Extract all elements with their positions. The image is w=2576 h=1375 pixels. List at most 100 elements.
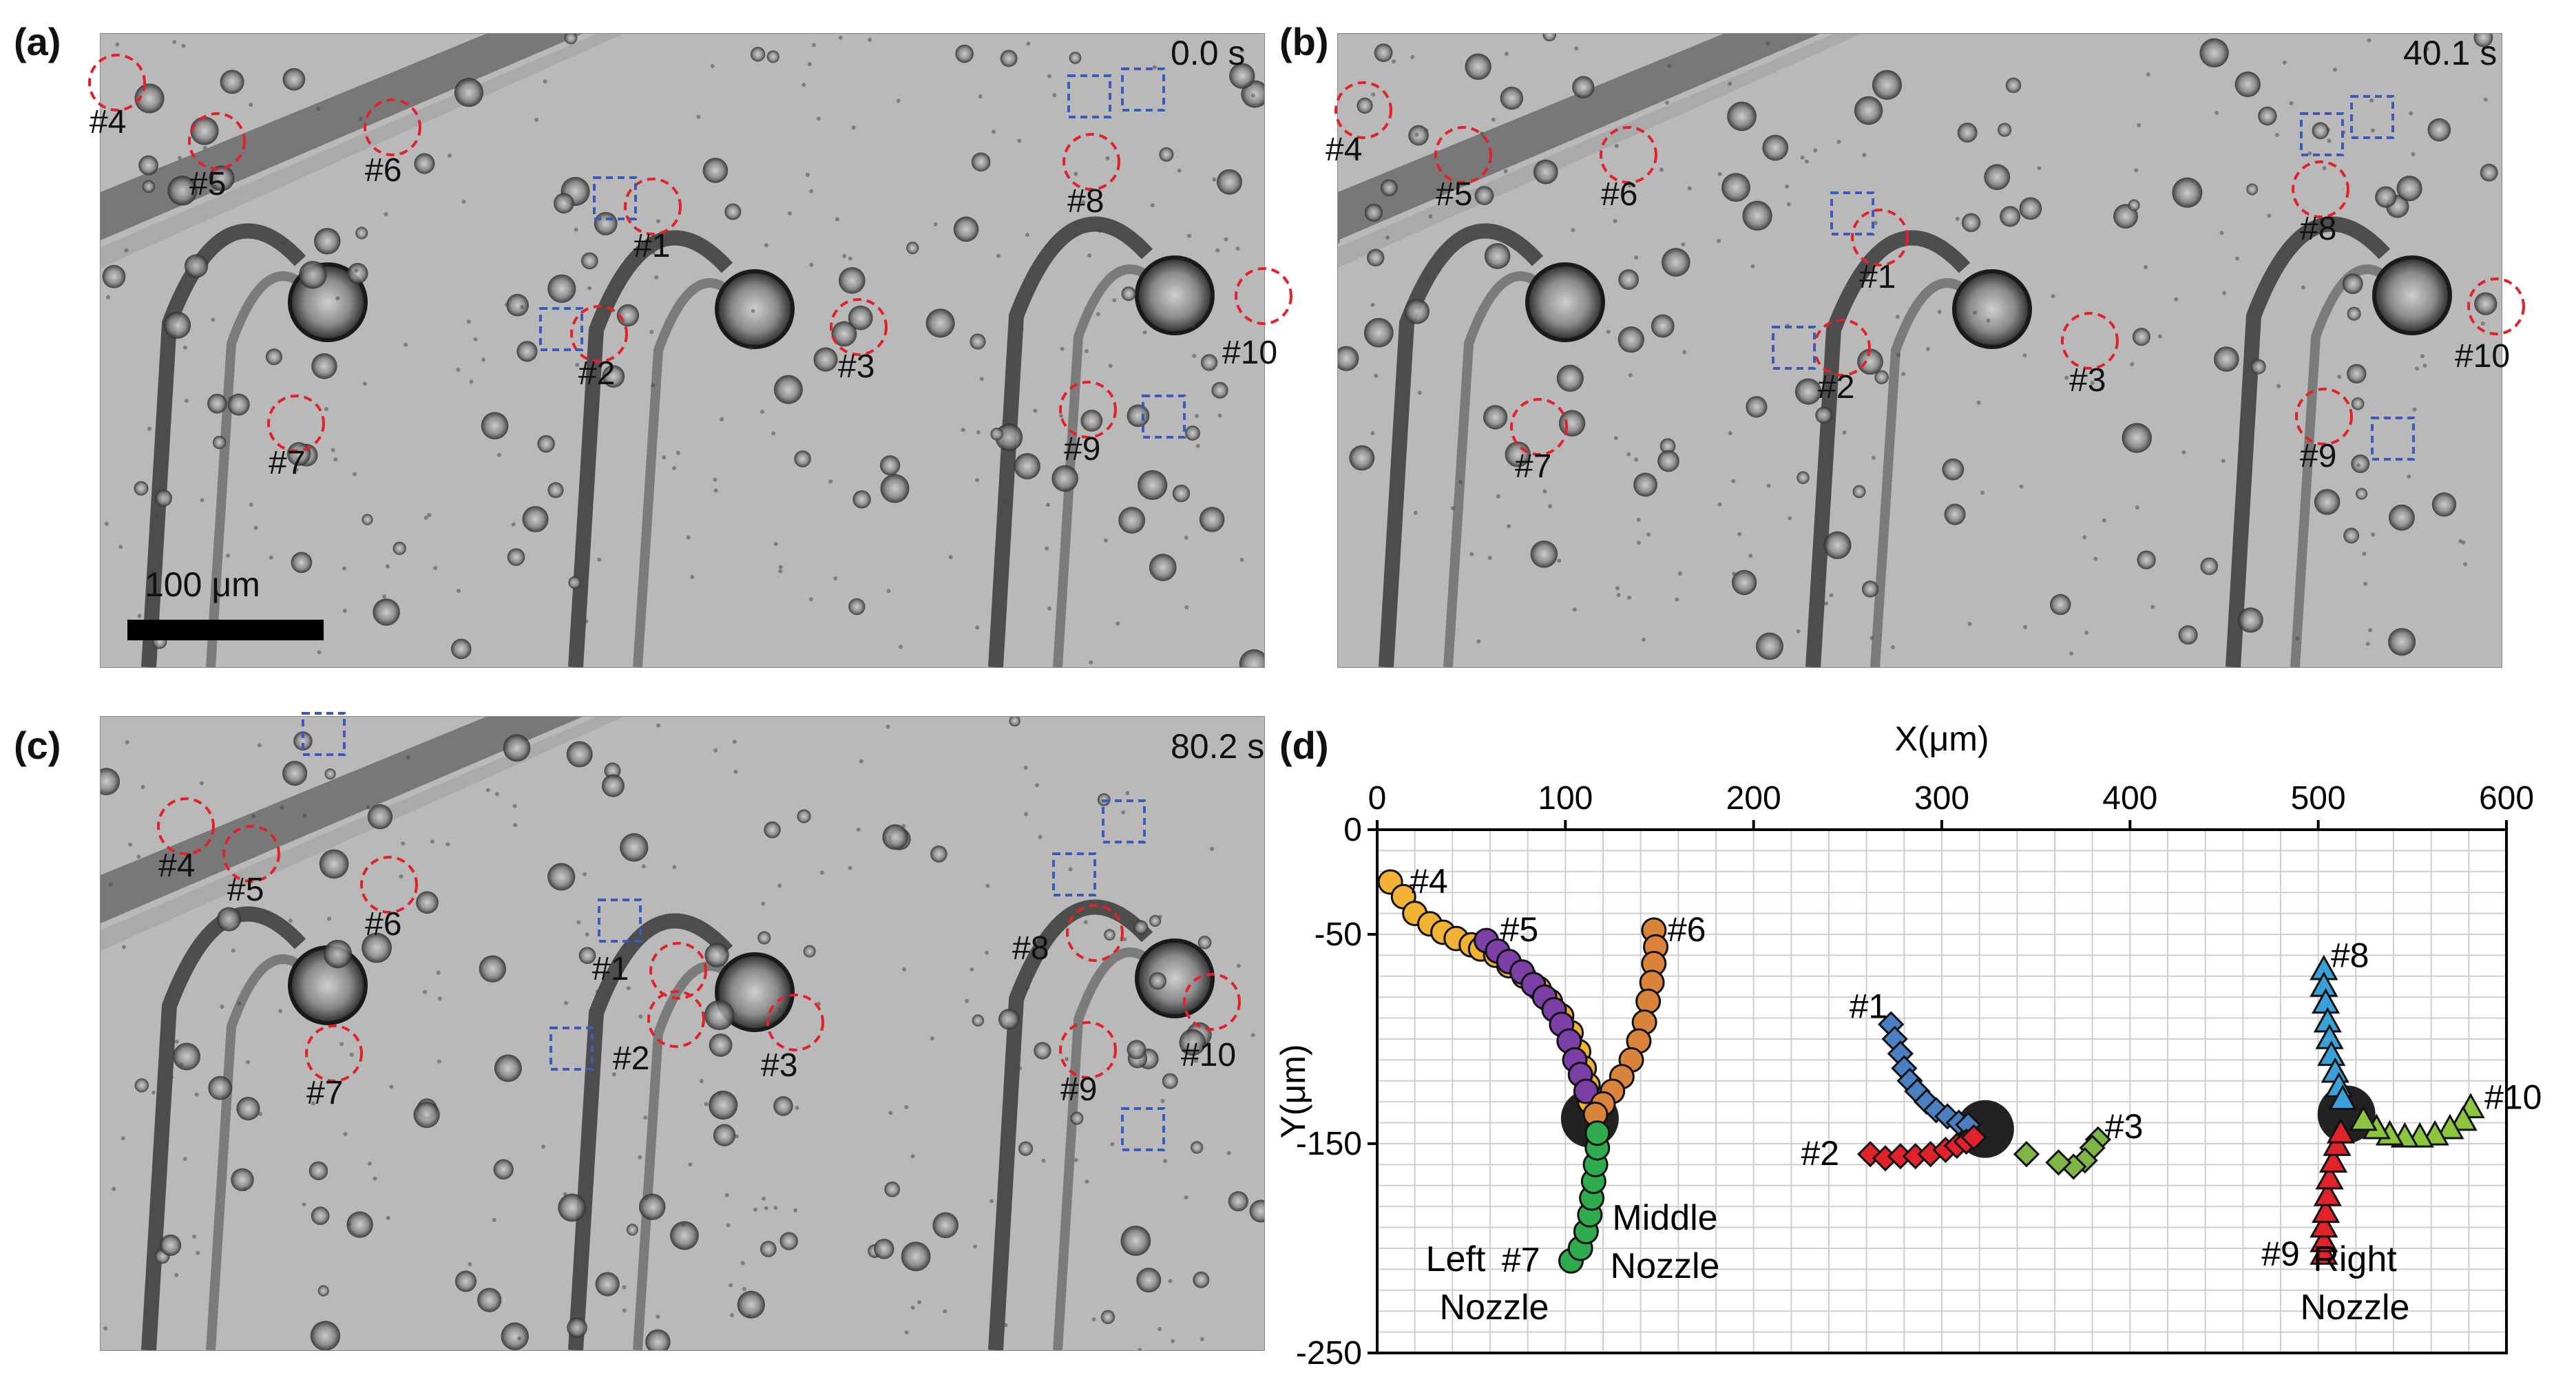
data-point [1635,988,1662,1014]
cell-label: #2 [613,1040,650,1077]
nozzle-label-middle-line2: Nozzle [1611,1246,1720,1286]
cell-label: #5 [227,872,264,908]
nozzle-label-left-line2: Nozzle [1440,1288,1549,1327]
panel-letter-c: (c) [14,724,61,767]
series-cell-6 [1582,917,1669,1127]
x-tick-label: 200 [1726,780,1781,817]
cell-label: #9 [1064,431,1101,468]
scale-bar [127,620,324,640]
series-label: #5 [1500,910,1539,949]
micrograph-b [1337,33,2502,668]
cell-label: #5 [1436,176,1473,213]
cell-label: #8 [1012,930,1049,967]
cell-label: #2 [1818,369,1855,406]
series-cell-7 [1558,1120,1611,1274]
data-point [2323,1130,2352,1156]
cell-label: #7 [269,445,306,481]
trajectory-series [1377,869,2485,1274]
chart-x-axis-label: X(μm) [1894,720,1989,758]
series-cell-1 [1878,1011,1982,1138]
cell-label: #3 [2069,362,2106,399]
data-point [2310,1226,2338,1252]
data-point [2436,1113,2464,1140]
cell-label: #8 [2300,211,2337,247]
data-point [1573,1078,1599,1104]
data-point [2315,1164,2344,1190]
cell-label: #5 [189,166,227,202]
cell-label: #4 [1326,132,1363,168]
x-tick-label: 300 [1914,780,1969,817]
cell-label: #3 [838,348,875,385]
y-tick-label: 0 [1343,812,1362,848]
x-tick-label: 100 [1538,780,1593,817]
cell-label: #1 [633,228,671,264]
data-point [2318,1147,2348,1173]
cell-label: #9 [1060,1071,1098,1108]
cell-label: #1 [592,951,629,987]
cell-label: #10 [1222,335,1278,371]
data-point [1584,1120,1611,1146]
micrograph-background [101,34,1264,667]
y-tick-label: -250 [1296,1335,1362,1372]
series-cell-10 [2349,1093,2485,1148]
data-point [2326,1117,2356,1144]
cell-label: #10 [2455,338,2511,375]
micrograph-background [1338,34,2502,667]
data-point [2311,1197,2341,1224]
data-point [2313,1180,2342,1206]
y-tick-label: -150 [1296,1126,1362,1162]
timestamp-a: 0.0 s [1171,34,1246,72]
data-point [2310,1212,2338,1238]
series-label: #3 [2105,1107,2144,1146]
x-tick-label: 600 [2479,780,2534,817]
cell-label: #1 [1859,259,1896,295]
micrograph-c [100,716,1265,1351]
series-cell-2 [1857,1124,1987,1172]
data-point [2310,1239,2338,1265]
series-label: #2 [1801,1134,1840,1173]
cell-label: #8 [1067,183,1104,220]
series-label: #4 [1410,862,1448,901]
data-point [2071,1147,2098,1174]
chart-y-axis-label: Y(μm) [1274,1044,1312,1138]
data-point [2349,1105,2378,1131]
series-label: #10 [2484,1078,2542,1116]
series-cell-9 [2310,1117,2356,1265]
series-label: #1 [1850,987,1888,1026]
cell-label: #7 [306,1075,344,1111]
y-tick-label: -50 [1315,916,1362,953]
data-point [1960,1124,1987,1151]
nozzle-labels: Left Nozzle Middle Nozzle Right Nozzle [1426,1198,2410,1327]
panel-letter-a: (a) [14,20,61,63]
cell-label: #10 [1181,1037,1237,1073]
cell-label: #3 [761,1047,798,1084]
data-point [2013,1141,2040,1168]
cell-label: #4 [90,104,127,140]
cell-label: #6 [365,906,402,943]
cell-label: #4 [158,848,196,884]
series-label: #9 [2261,1235,2300,1273]
cell-label: #2 [578,355,616,392]
x-tick-label: 400 [2102,780,2157,817]
data-point [2045,1149,2072,1176]
series-label: #6 [1668,910,1706,949]
timestamp-b: 40.1 s [2403,34,2498,72]
cell-label: #6 [365,152,402,189]
series-label: #7 [1502,1241,1540,1279]
series-label: #8 [2331,936,2369,975]
series-cell-8 [2310,954,2357,1110]
data-point [2328,1084,2357,1110]
series-cell-3 [2013,1126,2111,1180]
nozzle-label-middle-line1: Middle [1612,1198,1717,1238]
data-point [2449,1105,2478,1131]
x-tick-label: 0 [1368,780,1387,817]
scale-bar-label: 100 μm [145,565,260,604]
series-labels: #4 #5 #6 #7 #1 #2 #3 #8 #9 #10 [1410,862,2542,1279]
micrograph-background [101,717,1264,1350]
nozzle-label-left-line1: Left [1426,1239,1486,1279]
nozzle-label-right-line1: Right [2313,1239,2397,1279]
cell-label: #9 [2300,438,2337,474]
panel-letter-d: (d) [1279,724,1329,767]
